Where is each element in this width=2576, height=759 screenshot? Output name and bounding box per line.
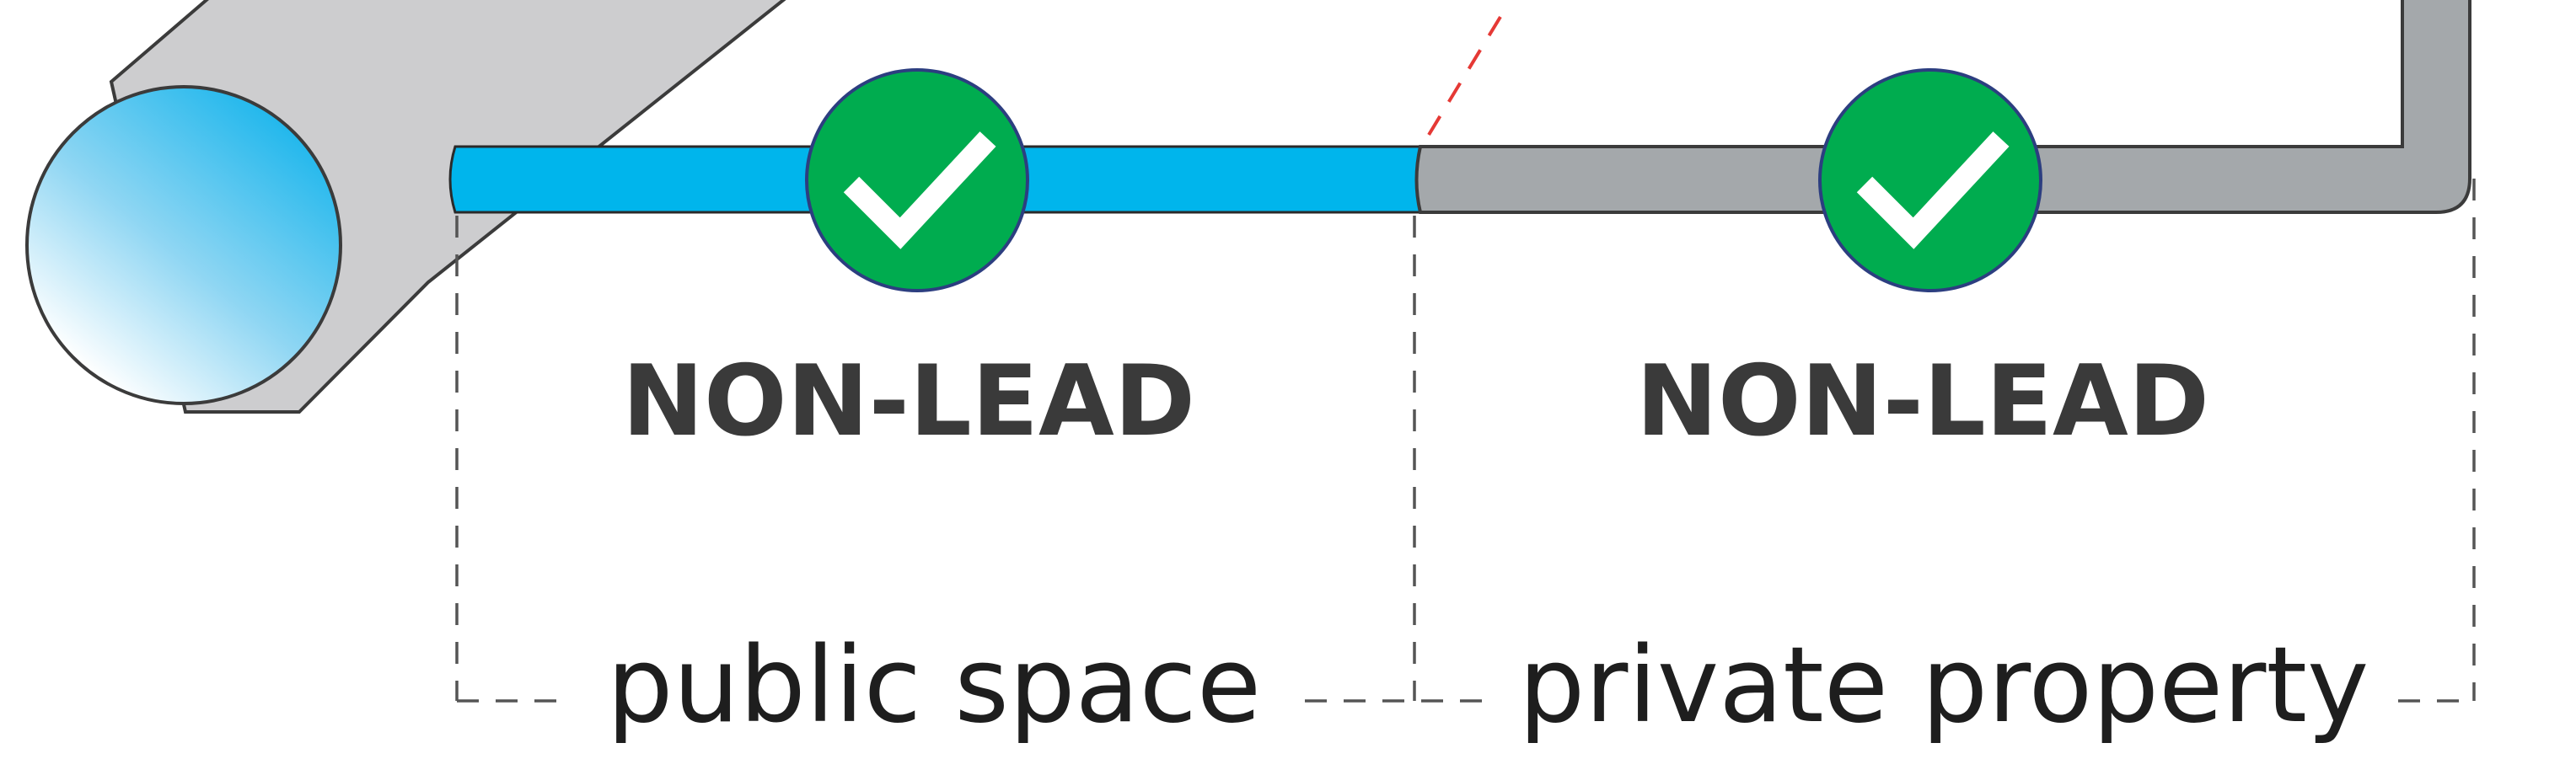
public-status-badge	[805, 68, 1029, 292]
private-status-label: NON-LEAD	[1636, 345, 2209, 458]
private-zone-label: private property	[1519, 625, 2369, 746]
public-zone-label: public space	[607, 625, 1261, 746]
property-line-marker	[1427, 15, 1502, 136]
checkmark-icon	[1856, 131, 2010, 249]
public-badge-circle	[805, 68, 1029, 292]
water-main	[25, 0, 786, 414]
water-main-opening	[25, 85, 342, 405]
checkmark-icon	[843, 131, 996, 249]
public-status-label: NON-LEAD	[622, 345, 1195, 458]
private-status-badge	[1818, 68, 2042, 292]
zone-boundaries	[455, 179, 2476, 703]
private-service-pipe	[1414, 0, 2471, 214]
private-badge-circle	[1818, 68, 2042, 292]
